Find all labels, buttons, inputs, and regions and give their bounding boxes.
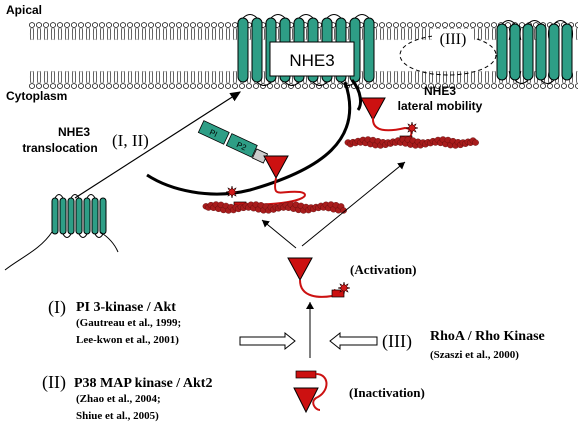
pathway-ii-ref2: Shiue et al., 2005) — [76, 410, 159, 422]
nhe3-cytoplasmic-tail — [146, 81, 352, 196]
nhe3-label: NHE3 — [289, 51, 334, 70]
ezrin-inactive — [293, 370, 328, 414]
p2-box — [225, 133, 258, 158]
pathway-i-title: PI 3-kinase / Akt — [76, 300, 176, 315]
inactivation-label: (Inactivation) — [349, 385, 425, 400]
ezrin-complex-tail — [225, 155, 306, 210]
pathway-i-roman: (I) — [48, 297, 66, 318]
pi-p2-binding-domains: PI P2 — [197, 120, 269, 164]
pathway-i-ii-arrow — [239, 331, 296, 351]
lateral-mobility-label-line2: lateral mobility — [398, 99, 483, 113]
nhe3-intracellular-tail — [4, 231, 53, 271]
pathway-ii-roman: (II) — [42, 372, 66, 393]
pi-box — [197, 120, 230, 145]
pathway-iii: (III) RhoA / Rho Kinase (Szaszi et al., … — [382, 329, 545, 361]
nhe3-intracellular — [51, 194, 107, 238]
actin-filament-left — [202, 201, 347, 214]
nhe3-label-box — [269, 41, 355, 77]
activation-arrow-left — [261, 219, 297, 249]
pathway-ii-ref1: (Zhao et al., 2004; — [76, 393, 161, 405]
activation-arrow-right — [301, 161, 406, 247]
step-iii-label: (III) — [440, 31, 467, 48]
translocation-label-line2: translocation — [22, 141, 97, 155]
translocation-arrow — [74, 91, 242, 199]
pathway-i-ref1: (Gautreau et al., 1999; — [76, 317, 181, 329]
translocation-steps-label: (I, II) — [112, 131, 149, 150]
pathway-ii: (II) P38 MAP kinase / Akt2 (Zhao et al.,… — [42, 372, 212, 422]
activation-label: (Activation) — [350, 262, 416, 277]
lateral-mobility-label-line1: NHE3 — [424, 84, 456, 98]
ezrin-complex-lateral — [360, 97, 419, 144]
pathway-iii-ref1: (Szaszi et al., 2000) — [430, 349, 519, 361]
actin-filament-right — [344, 136, 479, 149]
pathway-iii-arrow — [329, 331, 378, 351]
pi-label: PI — [208, 128, 219, 139]
pathway-i-ref2: Lee-kwon et al., 2001) — [76, 334, 179, 346]
pathway-iii-title: RhoA / Rho Kinase — [430, 329, 545, 344]
ezrin-active — [287, 257, 351, 298]
translocation-label-line1: NHE3 — [58, 125, 90, 139]
pathway-ii-title: P38 MAP kinase / Akt2 — [74, 376, 212, 391]
lateral-mobility-region — [399, 34, 497, 76]
nhe3-membrane-cluster-right — [496, 20, 573, 84]
pathway-iii-roman: (III) — [382, 331, 412, 352]
nhe3-intracellular-tail-right — [99, 231, 119, 253]
pathway-i: (I) PI 3-kinase / Akt (Gautreau et al., … — [48, 297, 181, 346]
p2-label: P2 — [235, 140, 248, 153]
apical-label: Apical — [6, 3, 42, 17]
cytoplasm-label: Cytoplasm — [6, 89, 67, 103]
